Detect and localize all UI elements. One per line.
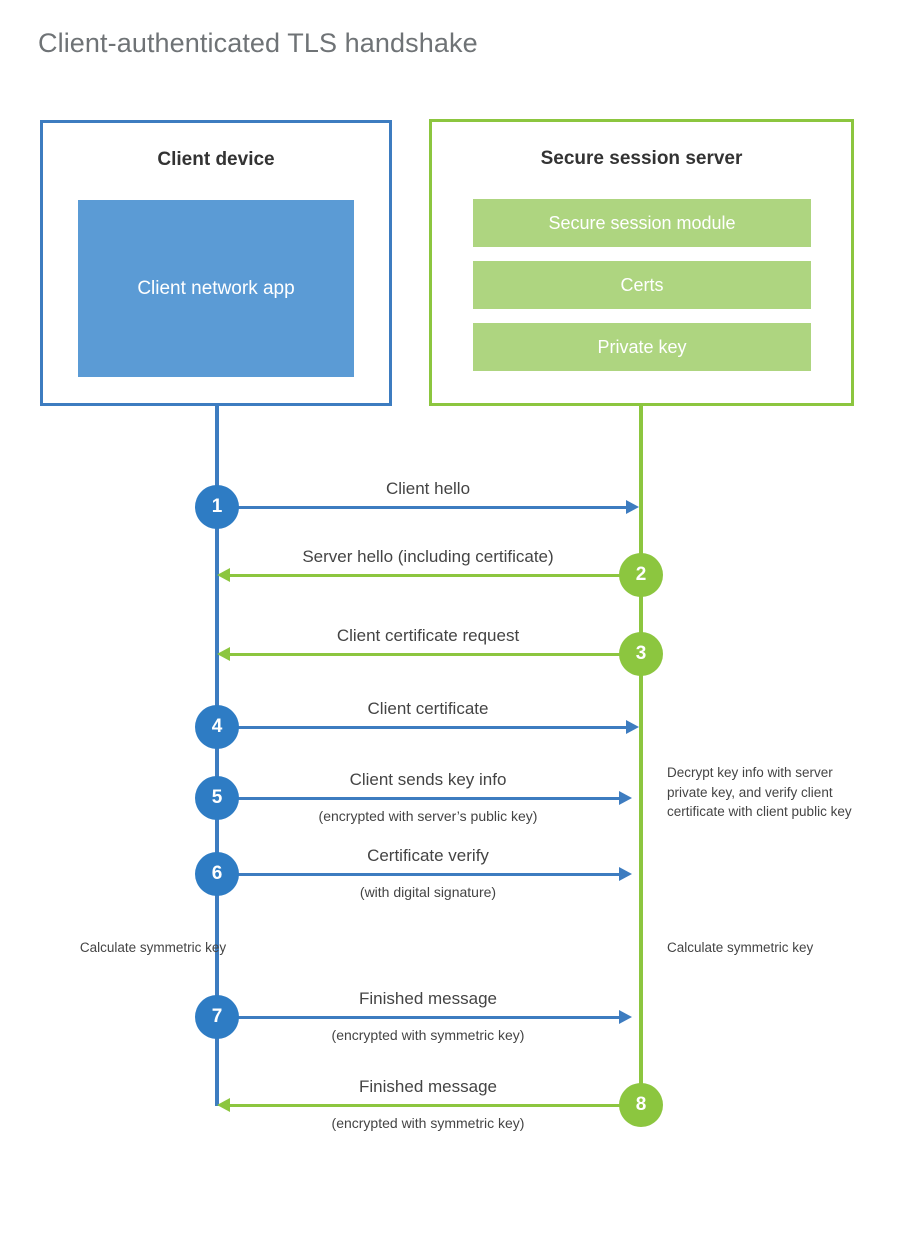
message-arrow-shaft-1 xyxy=(217,506,626,509)
message-sublabel-5: (encrypted with server’s public key) xyxy=(318,808,538,824)
step-circle-4: 4 xyxy=(195,705,239,749)
client-lifeline xyxy=(215,403,219,1106)
message-label-7: Finished message xyxy=(359,989,497,1008)
server-lifeline xyxy=(639,403,643,1106)
message-arrow-shaft-8 xyxy=(230,1104,639,1107)
message-sublabel-7: (encrypted with symmetric key) xyxy=(331,1027,525,1043)
message-arrow-head-2 xyxy=(217,568,230,582)
message-arrow-head-4 xyxy=(626,720,639,734)
server-component-private-key: Private key xyxy=(473,323,811,371)
message-arrow-head-5 xyxy=(619,791,632,805)
server-calculate-symmetric-key-annotation: Calculate symmetric key xyxy=(667,940,814,955)
step-circle-2: 2 xyxy=(619,553,663,597)
message-sublabel-8: (encrypted with symmetric key) xyxy=(331,1115,525,1131)
step-circle-5: 5 xyxy=(195,776,239,820)
message-label-3: Client certificate request xyxy=(336,626,520,645)
message-sublabel-6: (with digital signature) xyxy=(359,884,497,900)
step-circle-7: 7 xyxy=(195,995,239,1039)
step-circle-3: 3 xyxy=(619,632,663,676)
client-network-app-box: Client network app xyxy=(78,200,354,377)
message-label-2: Server hello (including certificate) xyxy=(302,547,554,566)
step-circle-6: 6 xyxy=(195,852,239,896)
message-label-1: Client hello xyxy=(385,479,471,498)
message-arrow-shaft-4 xyxy=(217,726,626,729)
server-components-list: Secure session module Certs Private key xyxy=(473,199,811,371)
message-arrow-head-8 xyxy=(217,1098,230,1112)
step-circle-8: 8 xyxy=(619,1083,663,1127)
message-arrow-shaft-5 xyxy=(217,797,619,800)
message-arrow-shaft-2 xyxy=(230,574,639,577)
client-calculate-symmetric-key-annotation: Calculate symmetric key xyxy=(79,940,227,955)
message-arrow-head-3 xyxy=(217,647,230,661)
server-decrypt-annotation: Decrypt key info with server private key… xyxy=(667,765,852,820)
message-arrow-head-6 xyxy=(619,867,632,881)
message-label-4: Client certificate xyxy=(367,699,489,718)
message-arrow-head-7 xyxy=(619,1010,632,1024)
step-circle-1: 1 xyxy=(195,485,239,529)
message-label-6: Certificate verify xyxy=(367,846,489,865)
message-arrow-shaft-6 xyxy=(217,873,619,876)
page-title: Client-authenticated TLS handshake xyxy=(38,28,478,58)
secure-session-server-title: Secure session server xyxy=(540,148,743,169)
message-label-5: Client sends key info xyxy=(349,770,507,789)
message-arrow-head-1 xyxy=(626,500,639,514)
client-device-box: Client device Client network app xyxy=(40,120,392,406)
server-component-secure-session-module: Secure session module xyxy=(473,199,811,247)
message-arrow-shaft-7 xyxy=(217,1016,619,1019)
message-arrow-shaft-3 xyxy=(230,653,639,656)
message-label-8: Finished message xyxy=(359,1077,497,1096)
client-device-title: Client device xyxy=(157,149,275,170)
server-component-certs: Certs xyxy=(473,261,811,309)
secure-session-server-box: Secure session server Secure session mod… xyxy=(429,119,854,406)
